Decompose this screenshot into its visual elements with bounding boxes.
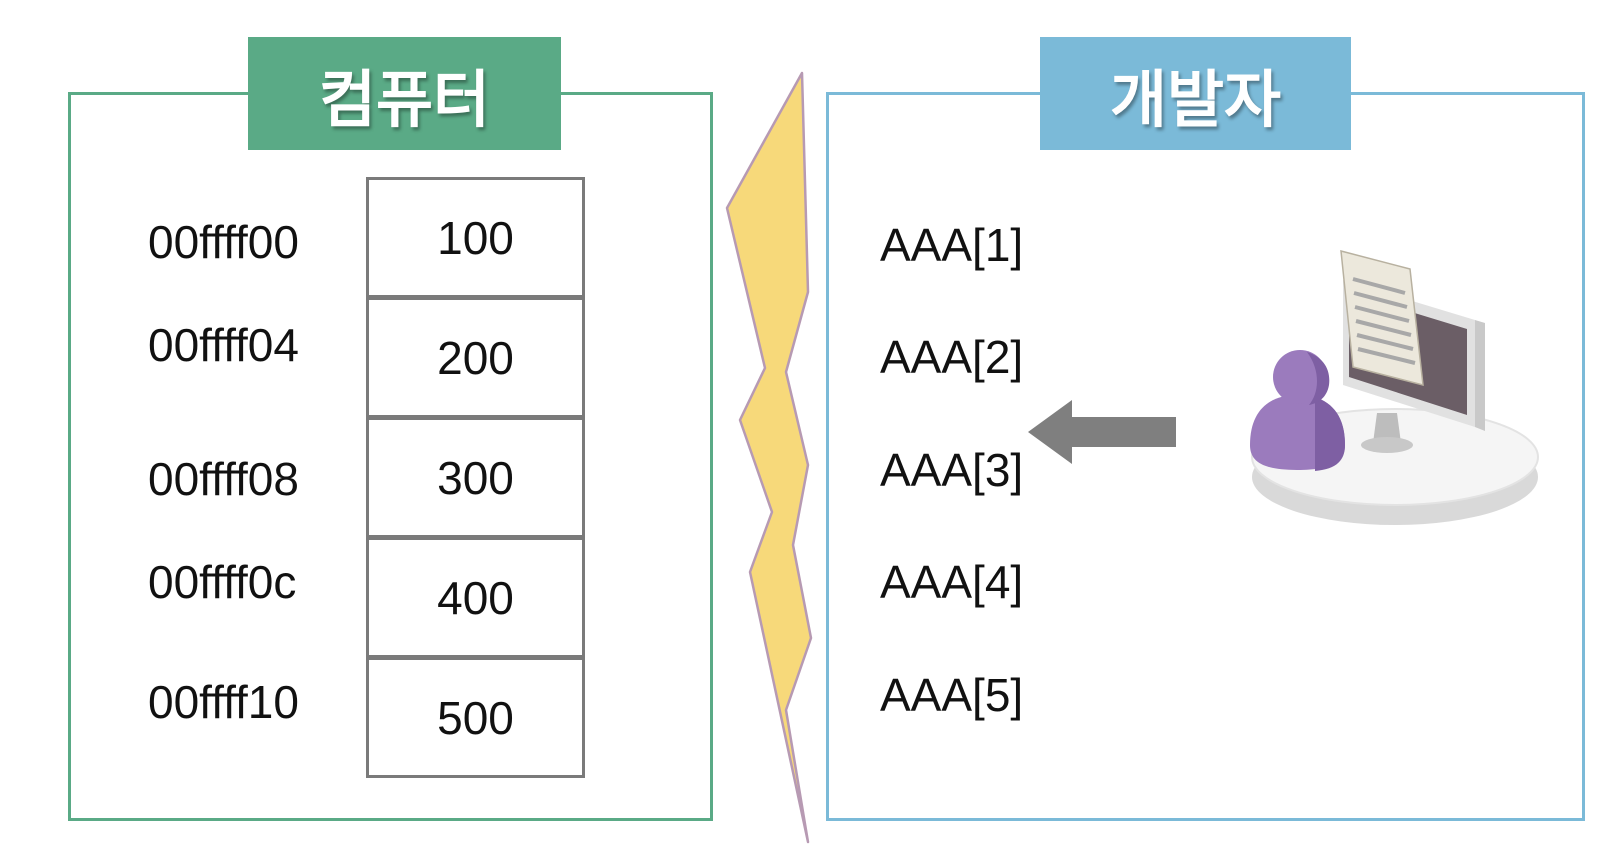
- memory-cell-3: 300: [366, 417, 585, 538]
- memory-address-1: 00ffff00: [148, 216, 299, 268]
- memory-cell-5: 500: [366, 657, 585, 778]
- memory-address-3: 00ffff08: [148, 453, 299, 505]
- computer-panel-title: 컴퓨터: [248, 37, 561, 150]
- array-element-2: AAA[2]: [880, 331, 1024, 383]
- left-arrow-icon: [1028, 400, 1176, 464]
- developer-at-computer-icon: [1250, 250, 1539, 525]
- developer-panel-title: 개발자: [1040, 37, 1351, 150]
- memory-address-5: 00ffff10: [148, 676, 299, 728]
- memory-cell-2: 200: [366, 297, 585, 418]
- array-element-3: AAA[3]: [880, 444, 1024, 496]
- memory-address-4: 00ffff0c: [148, 556, 297, 608]
- array-element-4: AAA[4]: [880, 556, 1024, 608]
- array-element-1: AAA[1]: [880, 219, 1024, 271]
- array-element-5: AAA[5]: [880, 669, 1024, 721]
- memory-address-2: 00ffff04: [148, 319, 299, 371]
- memory-cell-4: 400: [366, 537, 585, 658]
- memory-cell-1: 100: [366, 177, 585, 298]
